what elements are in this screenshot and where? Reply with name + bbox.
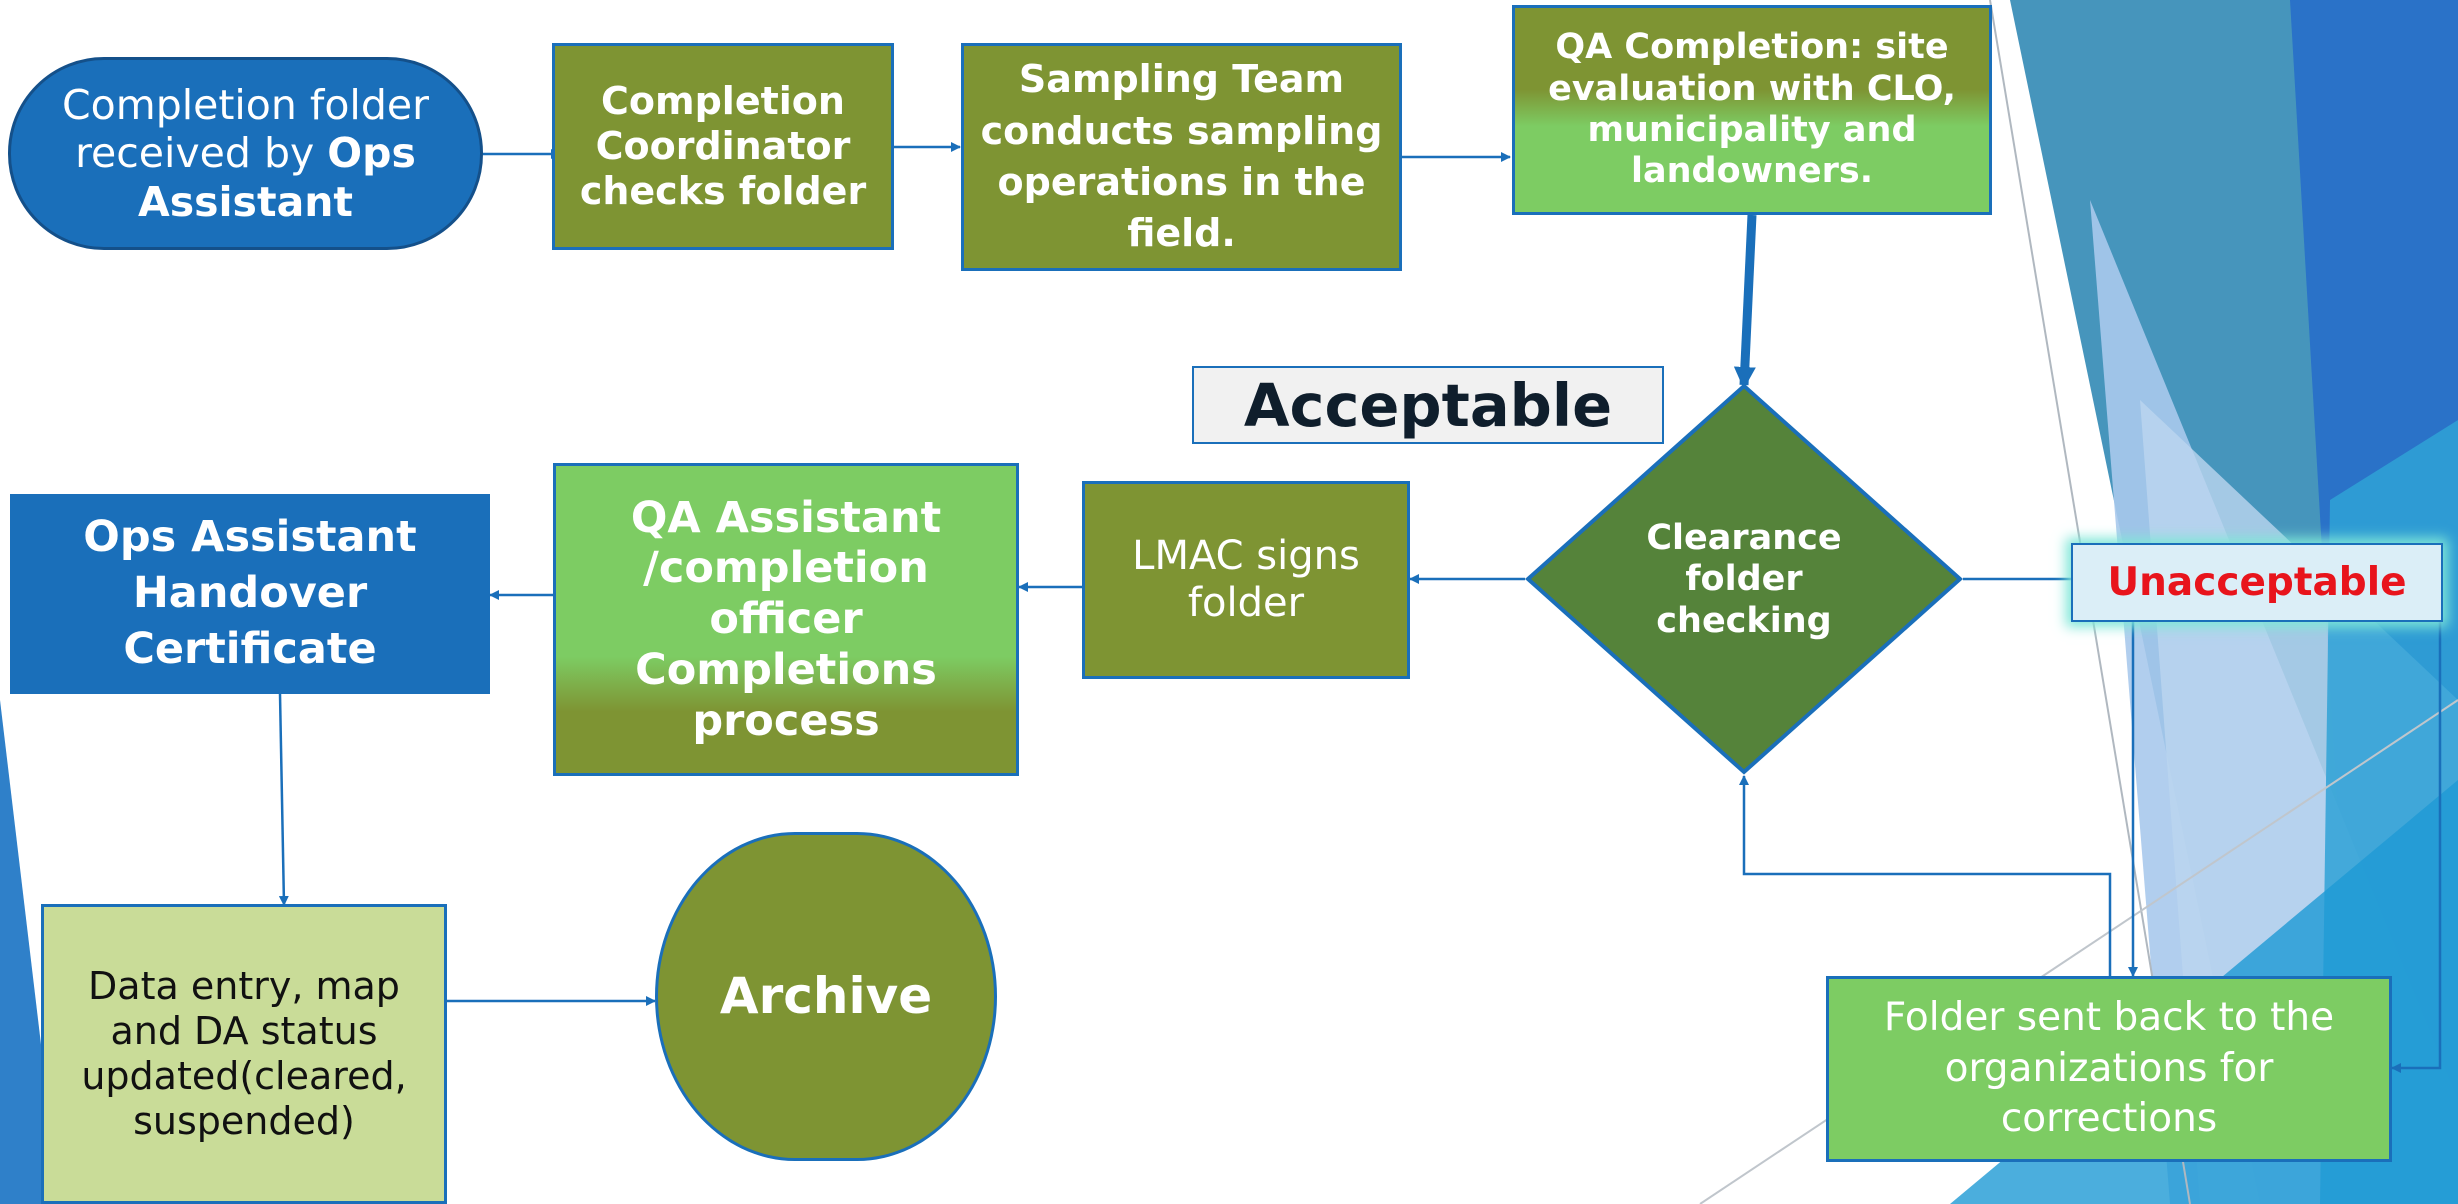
data-entry-node: Data entry, map and DA status updated(cl… [41, 904, 447, 1204]
qa-completion-node: QA Completion: site evaluation with CLO,… [1512, 5, 1992, 215]
sampling-node: Sampling Team conducts sampling operatio… [961, 43, 1402, 271]
acceptable-label: Acceptable [1192, 366, 1664, 444]
clearance-node-text: Clearance folder checking [1646, 518, 1842, 641]
unacceptable-label: Unacceptable [2071, 543, 2443, 622]
ops-handover-node: Ops Assistant Handover Certificate [10, 494, 490, 694]
completion-folder-line-2: received by Ops [75, 129, 416, 177]
completion-folder-bold-1: Ops [327, 129, 416, 178]
clearance-diamond [1525, 383, 1963, 775]
completion-folder-line-1: Completion folder [62, 80, 429, 129]
completion-folder-bold-2: Assistant [137, 177, 354, 226]
coordinator-node: Completion Coordinator checks folder [552, 43, 894, 250]
folder-sent-back-node: Folder sent back to the organizations fo… [1826, 976, 2392, 1162]
completion-folder-text-2: received by [75, 129, 328, 178]
qa-assistant-node: QA Assistant /completion officer Complet… [553, 463, 1019, 776]
completion-folder-node: Completion folder received by Ops Assist… [8, 57, 483, 250]
lmac-node: LMAC signs folder [1082, 481, 1410, 679]
archive-node: Archive [655, 832, 997, 1161]
